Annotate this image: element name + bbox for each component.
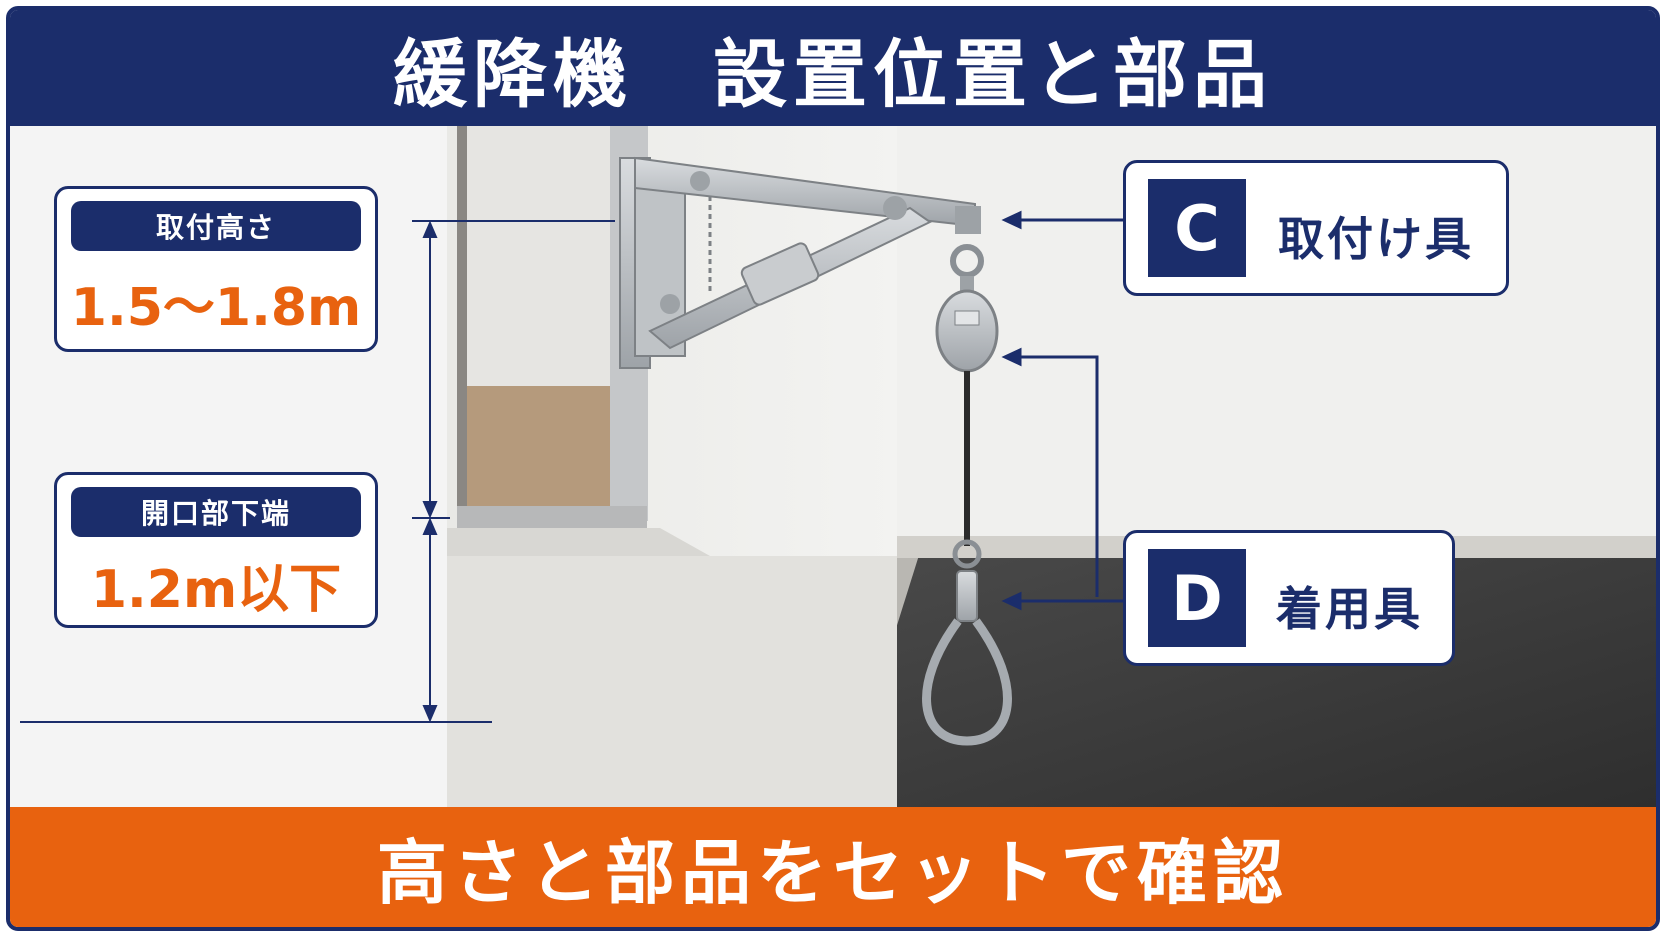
pointer-arrows <box>1001 210 1123 611</box>
footer-bar: 高さと部品をセットで確認 <box>10 807 1656 927</box>
window-sill <box>447 528 710 556</box>
page-title: 緩降機 設置位置と部品 <box>393 31 1273 118</box>
descender-device <box>922 244 1012 746</box>
footer-text: 高さと部品をセットで確認 <box>377 831 1289 914</box>
part-c-letter: C <box>1148 179 1246 277</box>
mounting-bracket <box>619 156 981 369</box>
dimension-lines <box>20 220 615 723</box>
part-c-label: 取付け具 <box>1278 212 1474 266</box>
diagram-frame: 緩降機 設置位置と部品 <box>6 6 1660 931</box>
title-bar: 緩降機 設置位置と部品 <box>10 10 1656 126</box>
scene: 取付高さ 1.5〜1.8m 開口部下端 1.2m以下 C 取付け具 D 着用具 <box>10 126 1656 807</box>
mount-height-value: 1.5〜1.8m <box>70 278 362 338</box>
mount-height-box: 取付高さ 1.5〜1.8m <box>54 186 378 352</box>
opening-bottom-box: 開口部下端 1.2m以下 <box>54 472 378 628</box>
part-c-box: C 取付け具 <box>1123 160 1509 296</box>
part-d-letter: D <box>1148 549 1246 647</box>
mount-height-title: 取付高さ <box>71 201 361 251</box>
opening-bottom-title: 開口部下端 <box>71 487 361 537</box>
part-d-label: 着用具 <box>1276 582 1423 636</box>
opening-bottom-value: 1.2m以下 <box>90 560 342 620</box>
scene-illustration <box>20 126 1656 807</box>
part-d-box: D 着用具 <box>1123 530 1455 666</box>
